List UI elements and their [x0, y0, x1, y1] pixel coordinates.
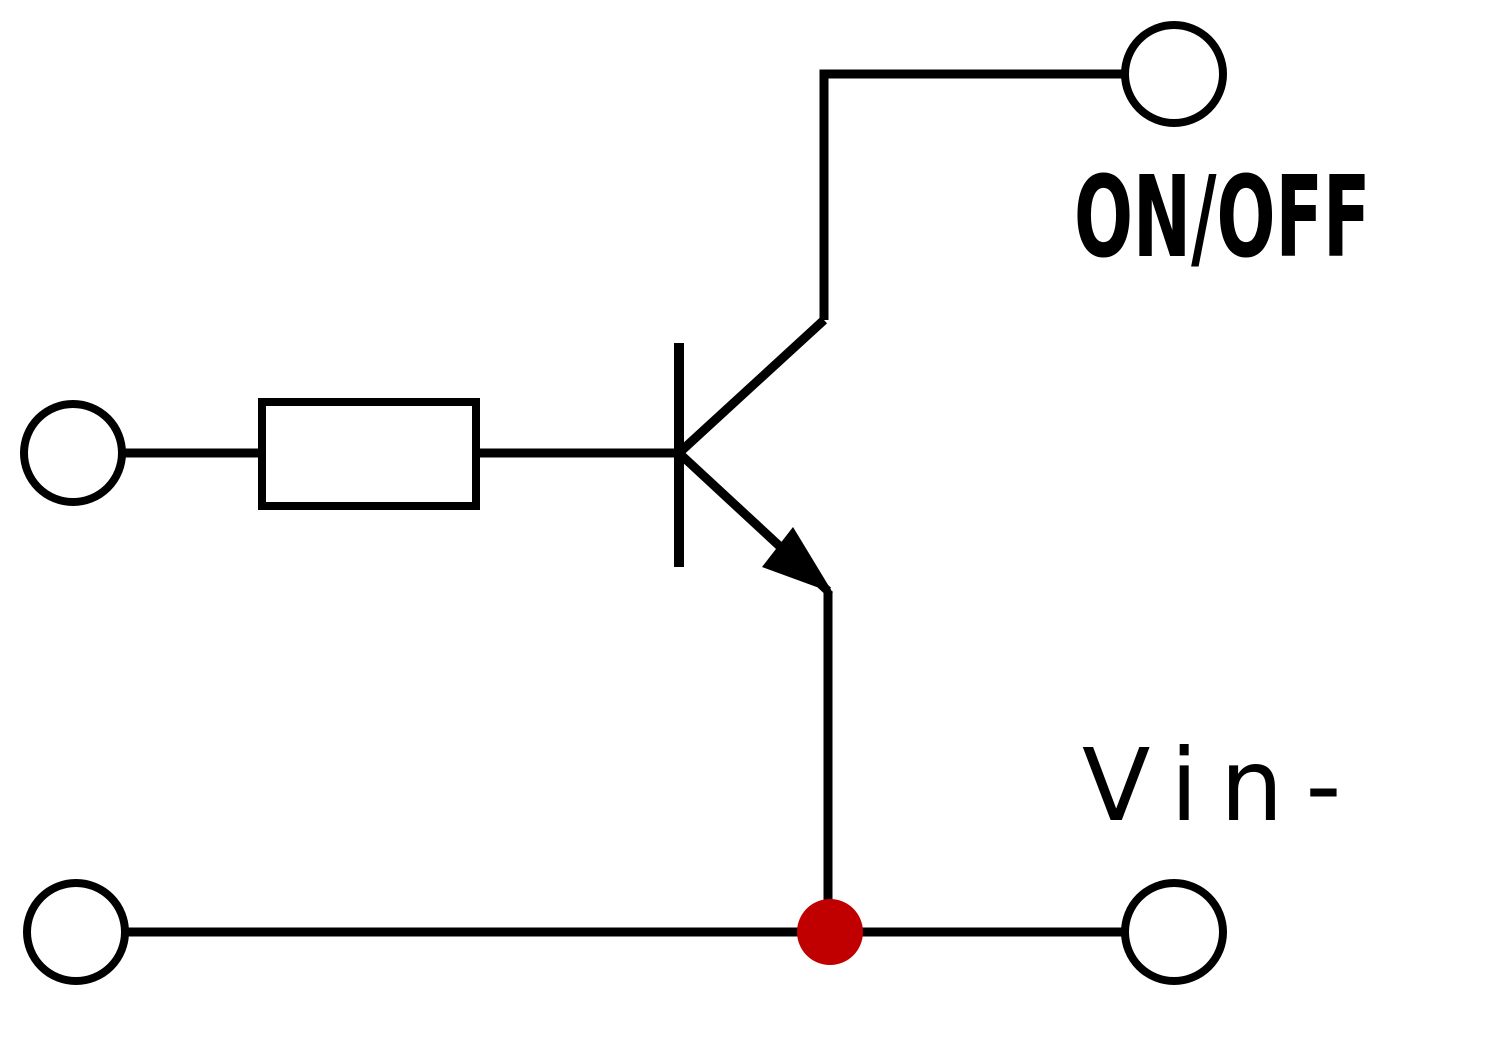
- input-terminal: [20, 400, 126, 506]
- vin-minus-label: Vin-: [1082, 727, 1363, 844]
- emitter-arrow-icon: [762, 527, 833, 593]
- vin-minus-terminal: [1121, 879, 1227, 985]
- ground-left-terminal: [23, 879, 129, 985]
- on-off-label: ON/OFF: [1074, 153, 1370, 283]
- transistor-collector-lead: [675, 316, 828, 457]
- junction-dot: [797, 899, 863, 965]
- on-off-wire: [819, 69, 1124, 320]
- resistor: [258, 398, 480, 510]
- on-off-terminal: [1121, 21, 1227, 127]
